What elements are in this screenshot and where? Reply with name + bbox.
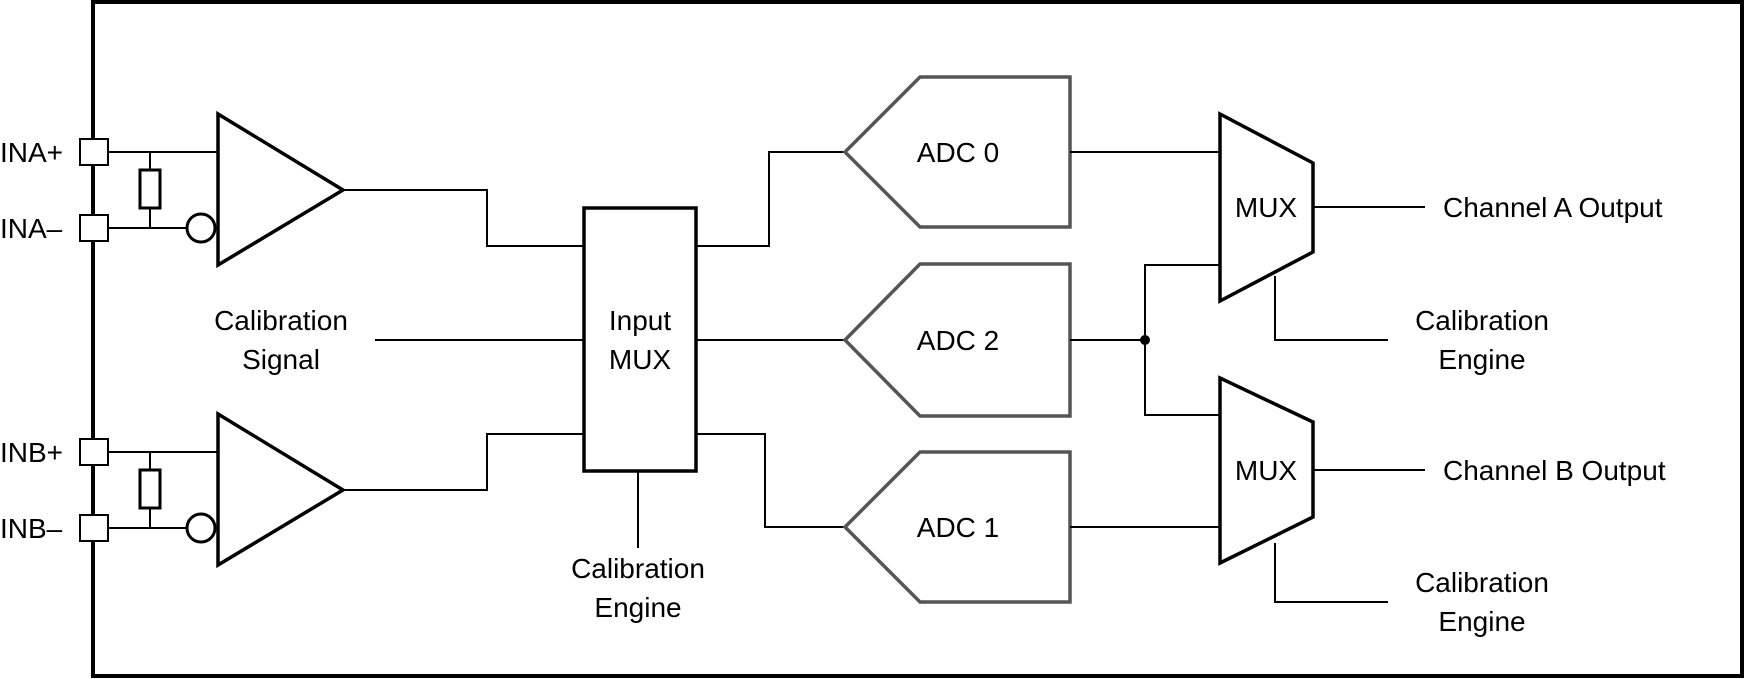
amplifier-a [216, 110, 347, 269]
inverting-bubble-a [185, 212, 217, 244]
mux-b-block [1218, 375, 1315, 566]
wire-mux-a-cal [1274, 276, 1388, 341]
mux-b-cal-label-line1: Calibration [1415, 567, 1549, 598]
wire-mux-to-adc1 [696, 433, 845, 528]
mux-a-cal-label-line1: Calibration [1415, 305, 1549, 336]
mux-b-label: MUX [1235, 455, 1298, 486]
pin-label-ina-plus: INA+ [0, 137, 63, 168]
pin-inb-plus[interactable] [79, 438, 109, 466]
calibration-signal-label-line1: Calibration [214, 305, 348, 336]
mux-b-cal-label-line2: Engine [1438, 606, 1525, 637]
pin-inb-minus[interactable] [79, 514, 109, 542]
input-mux-cal-label-line1: Calibration [571, 553, 705, 584]
wire-mux-to-adc0 [696, 151, 845, 247]
channel-b-output-label: Channel B Output [1443, 455, 1666, 486]
wire-amp-a-to-mux [343, 189, 584, 247]
wire-adc2-to-mux-a [1144, 264, 1220, 340]
termination-resistor-b [138, 468, 162, 510]
mux-a-block [1218, 111, 1315, 304]
pin-label-inb-minus: INB– [0, 513, 63, 544]
termination-resistor-a [138, 168, 162, 210]
inverting-bubble-b [185, 512, 217, 544]
calibration-signal-label-line2: Signal [242, 344, 320, 375]
pin-label-ina-minus: INA– [0, 213, 63, 244]
pin-ina-minus[interactable] [79, 214, 109, 242]
adc0-label: ADC 0 [917, 137, 999, 168]
channel-a-input [79, 110, 347, 269]
mux-a-cal-label-line2: Engine [1438, 344, 1525, 375]
input-mux-cal-label-line2: Engine [594, 592, 681, 623]
device-boundary [91, 0, 1744, 678]
wire-amp-b-to-mux [343, 433, 584, 491]
pin-ina-plus[interactable] [79, 138, 109, 166]
channel-b-input [79, 410, 347, 569]
pin-label-inb-plus: INB+ [0, 437, 63, 468]
adc1-label: ADC 1 [917, 512, 999, 543]
amplifier-b [216, 410, 347, 569]
input-mux-block [582, 206, 698, 473]
channel-a-output-label: Channel A Output [1443, 192, 1663, 223]
input-mux-label-line2: MUX [609, 344, 672, 375]
mux-a-label: MUX [1235, 192, 1298, 223]
input-mux-label-line1: Input [609, 305, 671, 336]
adc2-label: ADC 2 [917, 325, 999, 356]
junction-dot [1140, 335, 1150, 345]
wire-mux-b-cal [1274, 543, 1388, 603]
wire-adc2-to-mux-b [1144, 340, 1220, 416]
